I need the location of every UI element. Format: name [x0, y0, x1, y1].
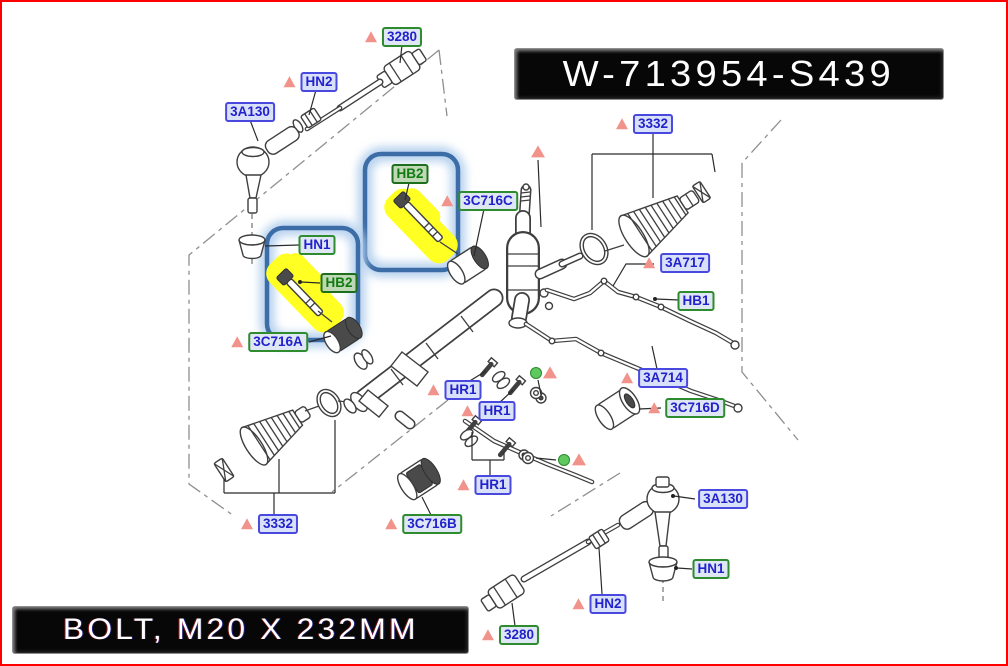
bellows-boot-top-right	[579, 181, 712, 266]
selected-part-highlight-box-1	[264, 225, 361, 343]
part-label-text: HN1	[692, 559, 730, 579]
part-label-hn2-20[interactable]: HN2	[572, 594, 627, 614]
part-label-3a714-11[interactable]: 3A714	[621, 368, 688, 388]
part-label-3332-16[interactable]: 3332	[240, 514, 299, 534]
part-label-text: 3A130	[698, 489, 748, 509]
callout-triangle-icon	[283, 76, 296, 88]
selected-part-highlight-box-0	[362, 151, 461, 273]
description-banner: BOLT, M20 X 232MM	[12, 606, 469, 654]
green-dot-marker-1	[558, 454, 570, 466]
part-label-text: 3A714	[638, 368, 688, 388]
callout-triangle-icon	[461, 405, 474, 417]
bellows-boot-bottom-left	[213, 388, 349, 483]
green-dot-marker-0	[530, 367, 542, 379]
callout-triangle-icon	[643, 257, 656, 269]
part-label-text: 3C716B	[402, 514, 462, 534]
part-label-3c716d-12[interactable]: 3C716D	[648, 398, 725, 418]
part-label-text: HR1	[474, 475, 512, 495]
bolt-hb2-left	[276, 268, 374, 370]
part-number-banner: W-713954-S439	[514, 48, 944, 100]
diagram-parts	[213, 48, 743, 612]
part-label-text: HN1	[298, 235, 336, 255]
part-label-hn2-1[interactable]: HN2	[283, 72, 338, 92]
part-label-hr1-13[interactable]: HR1	[427, 380, 482, 400]
part-label-hn1-19[interactable]: HN1	[692, 559, 730, 579]
part-label-text: 3332	[257, 514, 299, 534]
part-label-text: 3280	[381, 27, 423, 47]
bolt-hb2-top	[393, 191, 489, 285]
part-number-text: W-713954-S439	[562, 53, 896, 94]
part-label-3280-0[interactable]: 3280	[364, 27, 423, 47]
part-label-3280-21[interactable]: 3280	[481, 625, 540, 645]
callout-triangle-icon	[364, 31, 377, 43]
inner-tie-rod-bottom-right	[480, 476, 680, 612]
callout-triangle-icon	[648, 402, 661, 414]
part-label-text: 3C716C	[458, 191, 518, 211]
part-label-hr1-15[interactable]: HR1	[457, 475, 512, 495]
part-label-text: 3332	[632, 114, 674, 134]
part-label-hb1-9[interactable]: HB1	[677, 291, 715, 311]
part-label-text: HB2	[391, 164, 429, 184]
part-label-3a130-18[interactable]: 3A130	[698, 489, 748, 509]
callout-triangle-icon	[385, 518, 398, 530]
callout-triangle-icon	[572, 598, 585, 610]
callout-triangle-icon	[427, 384, 440, 396]
part-label-3c716c-5[interactable]: 3C716C	[441, 191, 518, 211]
part-label-3332-3[interactable]: 3332	[615, 114, 674, 134]
part-label-3a717-8[interactable]: 3A717	[643, 253, 710, 273]
part-label-text: HB2	[320, 273, 358, 293]
valve-pinion-housing	[506, 183, 584, 329]
part-label-hn1-6[interactable]: HN1	[298, 235, 336, 255]
callout-triangle-icon	[621, 372, 634, 384]
steering-rack-housing	[343, 288, 504, 430]
callout-triangle-icon-0	[531, 145, 545, 158]
phantom-lines	[188, 49, 799, 517]
callout-triangle-icon-2	[572, 453, 586, 466]
part-label-text: HN2	[589, 594, 627, 614]
part-label-text: 3A130	[225, 102, 275, 122]
part-label-text: HR1	[444, 380, 482, 400]
part-label-text: 3280	[498, 625, 540, 645]
callout-triangle-icon	[441, 195, 454, 207]
callout-triangle-icon	[240, 518, 253, 530]
inner-tie-rod-top-left	[236, 48, 427, 268]
callout-triangle-icon	[231, 336, 244, 348]
callout-triangle-icon	[481, 629, 494, 641]
callout-triangle-icon	[457, 479, 470, 491]
part-label-text: 3A717	[660, 253, 710, 273]
hr1-bolts	[459, 356, 543, 465]
selection-highlights	[259, 146, 466, 348]
part-label-hr1-14[interactable]: HR1	[461, 401, 516, 421]
part-label-text: 3C716D	[665, 398, 725, 418]
part-label-hb2-4[interactable]: HB2	[391, 164, 429, 184]
mount-bushing-3c716b	[396, 457, 441, 501]
part-label-text: HR1	[478, 401, 516, 421]
mount-bushing-3c716d	[594, 386, 641, 431]
part-label-3a130-2[interactable]: 3A130	[225, 102, 275, 122]
callout-triangle-icon-1	[543, 366, 557, 379]
part-label-hb2-7[interactable]: HB2	[320, 273, 358, 293]
callout-triangle-icon	[615, 118, 628, 130]
part-label-text: HN2	[300, 72, 338, 92]
leader-lines	[223, 44, 716, 627]
part-label-text: 3C716A	[248, 332, 308, 352]
part-label-text: HB1	[677, 291, 715, 311]
part-label-3c716a-10[interactable]: 3C716A	[231, 332, 308, 352]
description-text: BOLT, M20 X 232MM	[62, 613, 419, 646]
part-label-3c716b-17[interactable]: 3C716B	[385, 514, 462, 534]
